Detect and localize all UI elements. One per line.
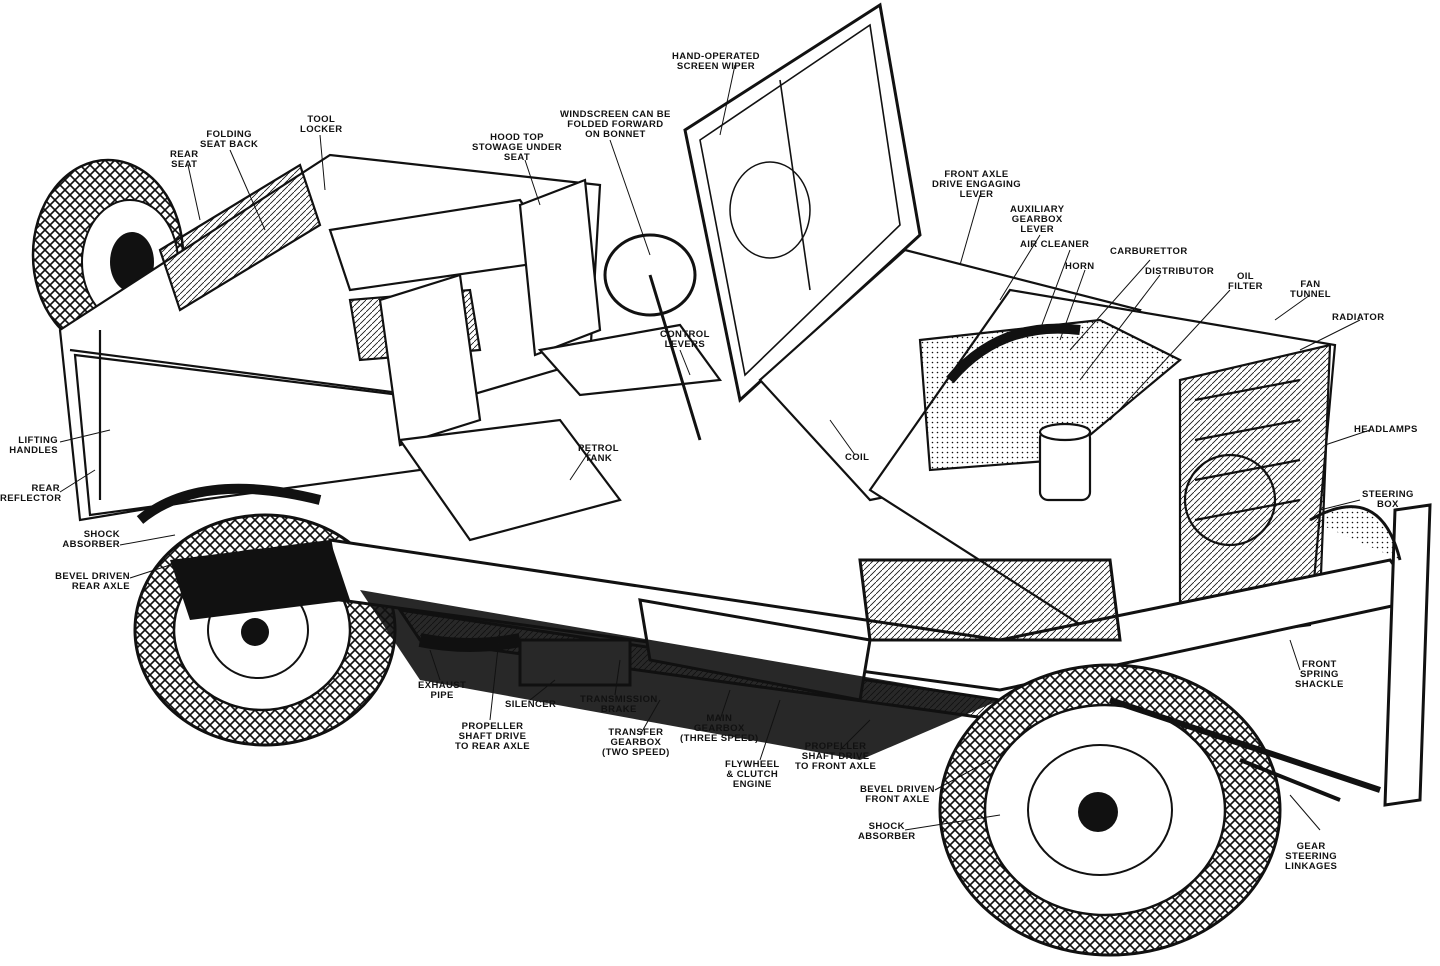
- label-steering-box: STEERING BOX: [1362, 489, 1414, 510]
- label-shock-absorber-front: SHOCK ABSORBER: [858, 821, 916, 842]
- label-oil-filter: OIL FILTER: [1228, 271, 1263, 292]
- label-horn: HORN: [1065, 261, 1095, 272]
- front-wheel: [938, 663, 1381, 957]
- label-hood-top-stowage: HOOD TOP STOWAGE UNDER SEAT: [472, 132, 563, 163]
- label-fan-tunnel: FAN TUNNEL: [1290, 279, 1331, 300]
- windscreen: [683, 2, 922, 403]
- label-distributor: DISTRIBUTOR: [1145, 266, 1215, 277]
- steering-wheel: [603, 233, 702, 441]
- label-radiator: RADIATOR: [1332, 312, 1385, 323]
- label-petrol-tank: PETROL TANK: [578, 443, 619, 464]
- label-transmission-brake: TRANSMISSION BRAKE: [580, 694, 658, 715]
- label-transfer-gearbox: TRANSFER GEARBOX (TWO SPEED): [602, 727, 670, 758]
- label-propeller-shaft-front: PROPELLER SHAFT DRIVE TO FRONT AXLE: [795, 741, 877, 772]
- label-coil: COIL: [845, 452, 870, 463]
- label-exhaust-pipe: EXHAUST PIPE: [418, 680, 467, 701]
- label-silencer: SILENCER: [505, 699, 557, 710]
- label-tool-locker: TOOL LOCKER: [300, 114, 343, 135]
- label-rear-seat: REAR SEAT: [170, 149, 199, 170]
- rear-wheel: [133, 483, 397, 747]
- label-headlamps: HEADLAMPS: [1354, 424, 1418, 435]
- label-auxiliary-gearbox-lever: AUXILIARY GEARBOX LEVER: [1010, 204, 1065, 235]
- label-windscreen-folded-forward: WINDSCREEN CAN BE FOLDED FORWARD ON BONN…: [560, 109, 671, 140]
- shadow-underbody: [170, 540, 1000, 760]
- seats: [378, 178, 723, 542]
- label-control-levers: CONTROL LEVERS: [660, 329, 710, 350]
- label-gear-steering: GEAR STEERING LINKAGES: [1285, 841, 1338, 872]
- label-shock-absorber-rear: SHOCK ABSORBER: [62, 529, 120, 550]
- label-bevel-drive-rear: BEVEL DRIVEN REAR AXLE: [55, 571, 130, 592]
- label-rear-reflector: REAR REFLECTOR: [0, 483, 62, 504]
- label-carburettor: CARBURETTOR: [1110, 246, 1188, 257]
- label-air-cleaner: AIR CLEANER: [1020, 239, 1090, 250]
- label-folding-seat: FOLDING SEAT BACK: [200, 129, 259, 150]
- label-main-gearbox: MAIN GEARBOX (THREE SPEED): [680, 713, 759, 744]
- label-hand-operated-screen-wiper: HAND-OPERATED SCREEN WIPER: [672, 51, 760, 72]
- leader-lines: [59, 64, 1371, 831]
- label-flywheel-engine: FLYWHEEL & CLUTCH ENGINE: [725, 759, 780, 790]
- label-front-spring: FRONT SPRING SHACKLE: [1295, 659, 1344, 690]
- label-bevel-drive-front: BEVEL DRIVEN FRONT AXLE: [860, 784, 935, 805]
- label-front-axle-drive: FRONT AXLE DRIVE ENGAGING LEVER: [932, 169, 1021, 200]
- label-lifting-handles: LIFTING HANDLES: [9, 435, 58, 456]
- label-propeller-shaft-rear: PROPELLER SHAFT DRIVE TO REAR AXLE: [455, 721, 531, 752]
